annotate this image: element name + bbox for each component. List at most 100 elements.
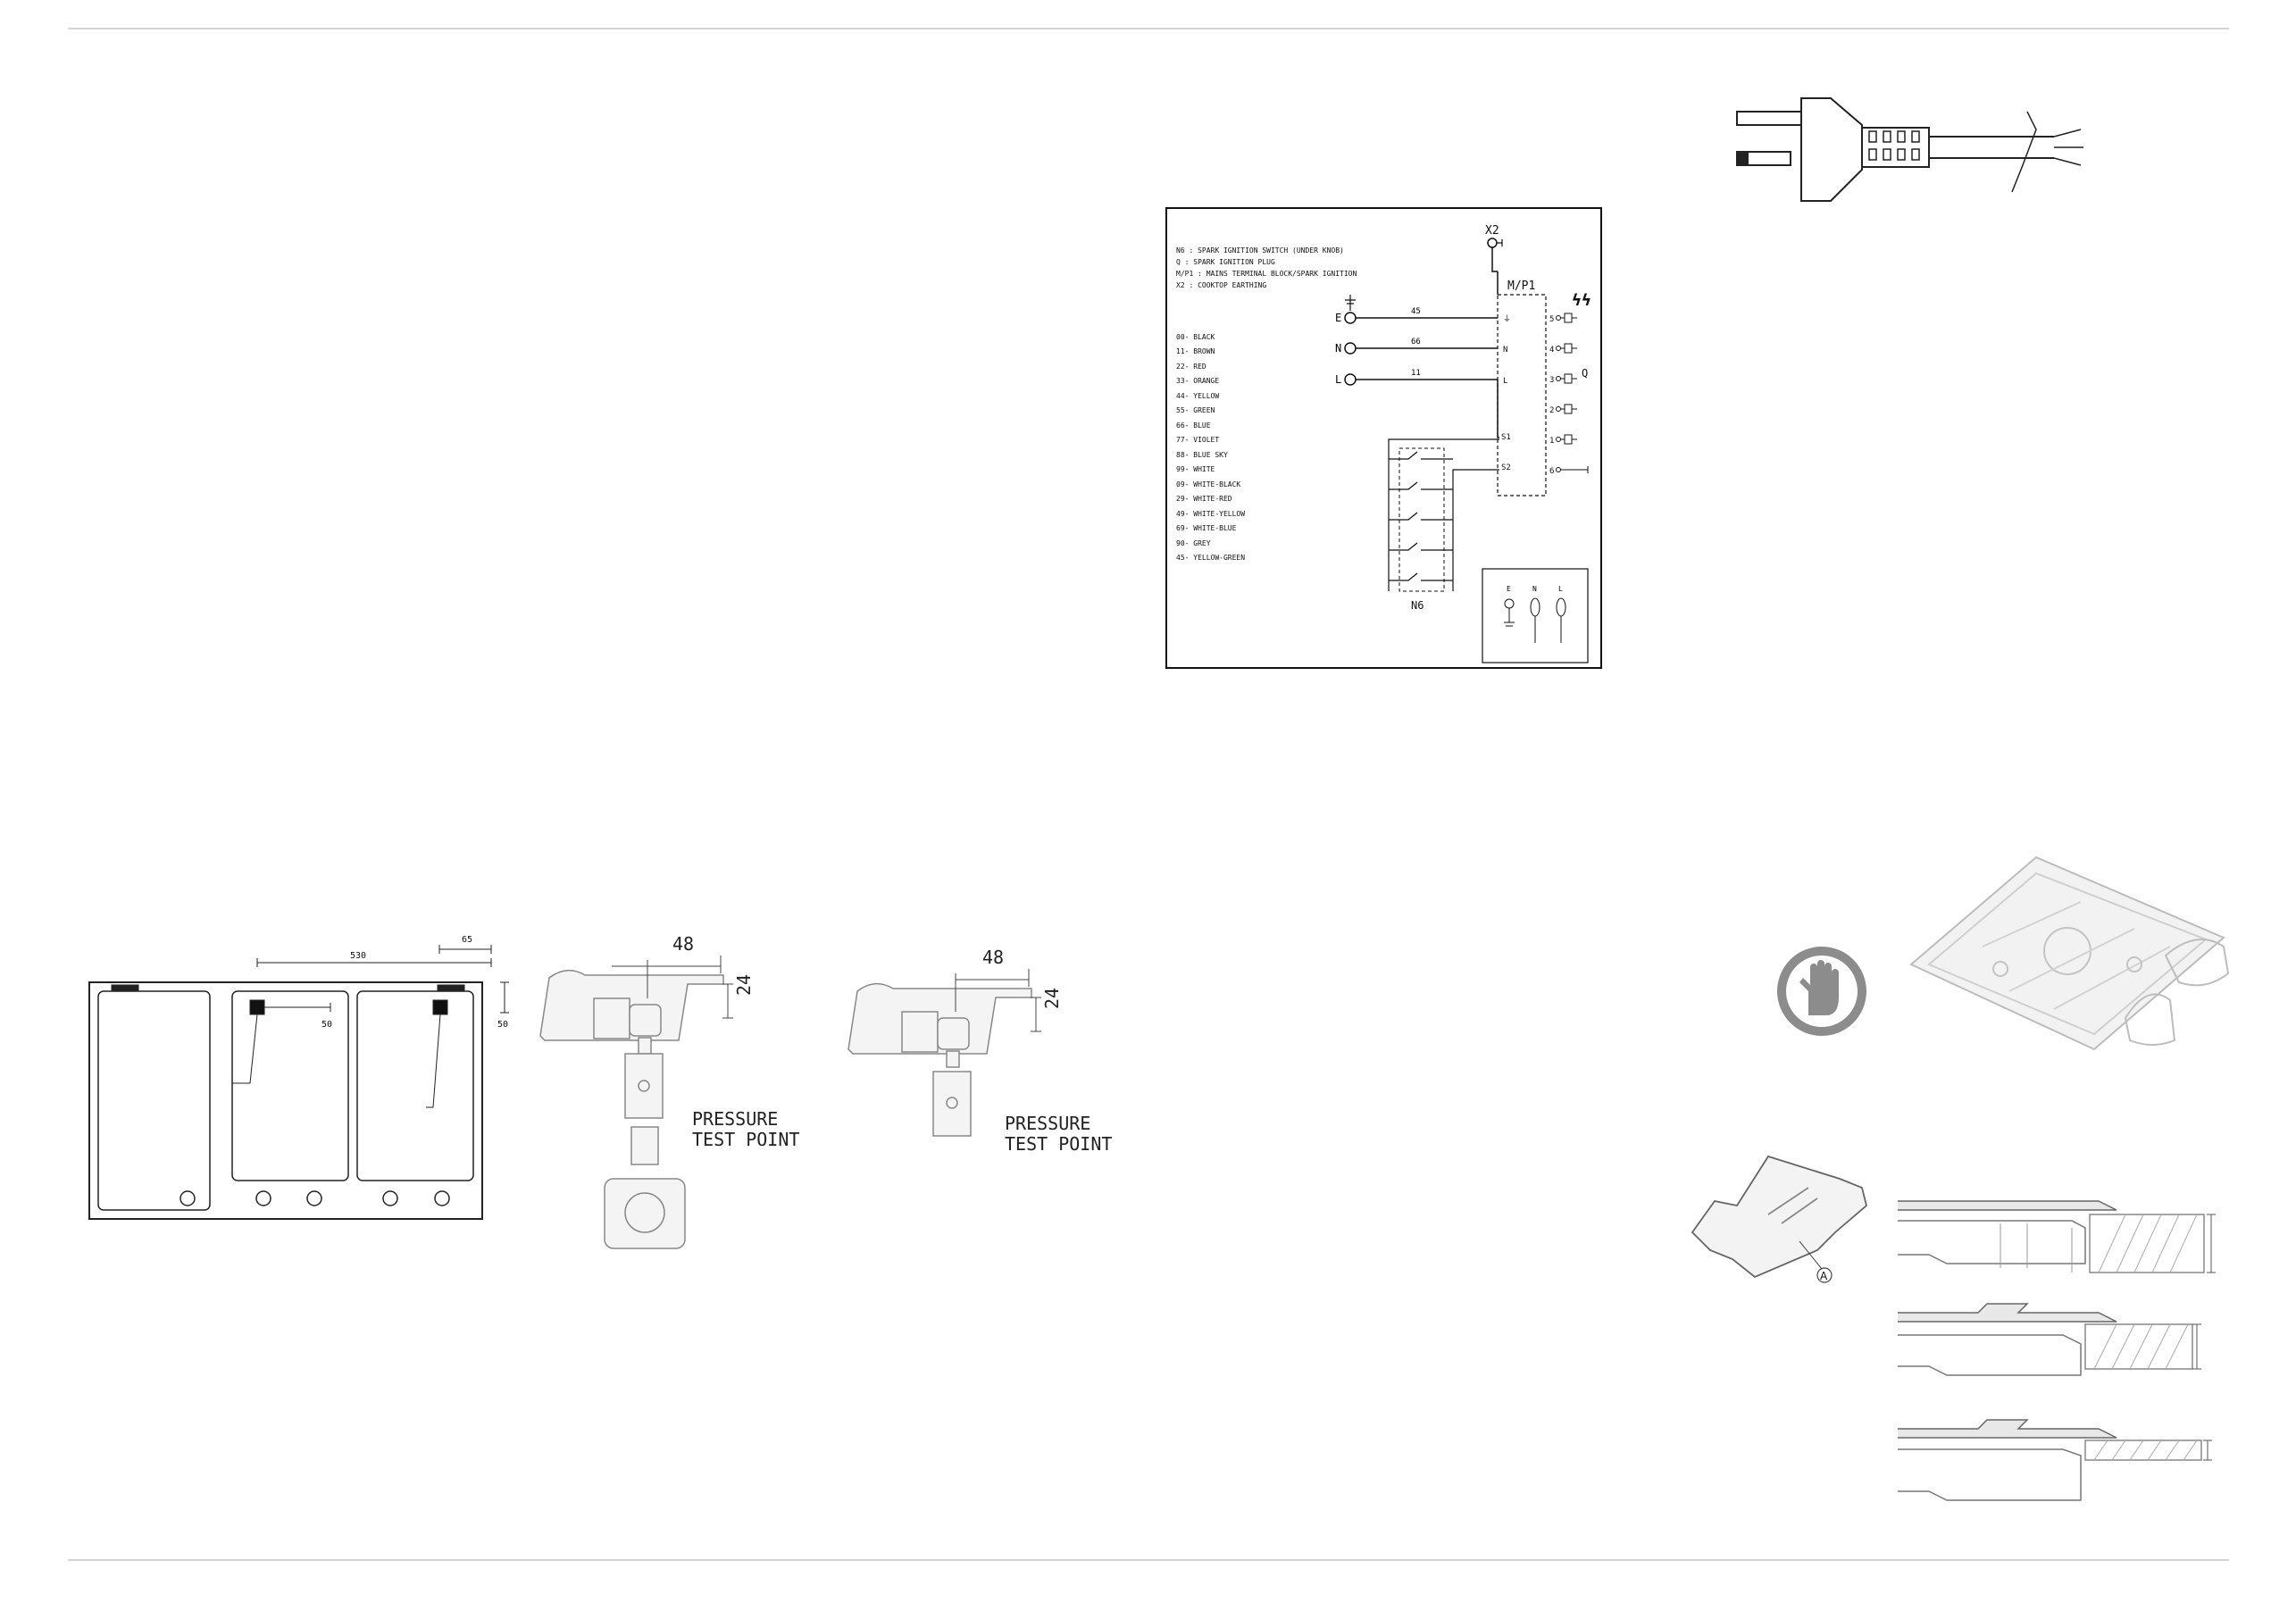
worktop — [2084, 1440, 2202, 1461]
plug-body — [1800, 97, 1863, 202]
color-code: 45- YELLOW-GREEN — [1176, 554, 1245, 562]
bracket-body — [1691, 1155, 1868, 1279]
inset-label: N — [1532, 585, 1537, 593]
color-code: 11- BROWN — [1176, 347, 1215, 355]
mains-terminals: E 45 N 66 L 11 — [1335, 295, 1498, 386]
color-code: 49- WHITE-YELLOW — [1176, 510, 1245, 518]
dim-offset: 65 — [462, 935, 472, 945]
plug-pin-bottom — [1736, 151, 1791, 166]
hand — [2124, 993, 2176, 1046]
dim-inner: 50 — [321, 1020, 332, 1030]
dim-v: 24 — [1041, 988, 1063, 1009]
hob-zone-middle — [231, 990, 349, 1181]
spark-plug-1: 1 — [1549, 434, 1577, 446]
worktop-section-thin — [1893, 1415, 2224, 1514]
wear-gloves-icon — [1773, 942, 1871, 1045]
hob-underside — [1909, 855, 2225, 1051]
control-knob — [180, 1190, 196, 1206]
dim-side: 50 — [497, 1020, 508, 1030]
color-code: 33- ORANGE — [1176, 377, 1219, 385]
block-label: L — [1503, 377, 1507, 386]
control-knob — [434, 1190, 450, 1206]
svg-text:⏚: ⏚ — [1503, 314, 1511, 324]
spark-plug-4: 4 — [1549, 343, 1577, 355]
test-point-label-1: PRESSURE — [692, 1108, 778, 1130]
dim-v: 24 — [733, 974, 755, 996]
plug-pin-top — [1736, 111, 1802, 126]
dim-h: 48 — [672, 933, 694, 955]
top-rule — [68, 28, 2229, 29]
inset-label: L — [1558, 585, 1563, 593]
worktop-section-medium — [1893, 1299, 2224, 1393]
color-code: 44- YELLOW — [1176, 392, 1219, 400]
color-code: 77- VIOLET — [1176, 436, 1219, 444]
legend-line: X2 : COOKTOP EARTHING — [1176, 281, 1266, 289]
color-code: 00- BLACK — [1176, 333, 1215, 341]
control-knob — [306, 1190, 322, 1206]
color-code: 69- WHITE-BLUE — [1176, 524, 1237, 532]
color-code: 90- GREY — [1176, 539, 1211, 547]
test-point-label-2: TEST POINT — [692, 1129, 799, 1150]
test-point-label-2: TEST POINT — [1005, 1133, 1112, 1155]
color-code: 22- RED — [1176, 363, 1206, 371]
fixing-bracket: A — [1683, 1152, 1880, 1290]
gas-connection-with-regulator: 48 24 PRESSURE TEST POINT — [531, 929, 826, 1344]
plug-inset: E N L — [1482, 568, 1589, 663]
control-knob — [255, 1190, 271, 1206]
plug-number: 2 — [1549, 406, 1554, 415]
plug-number: 4 — [1549, 346, 1554, 355]
legend-line: N6 : SPARK IGNITION SWITCH (UNDER KNOB) — [1176, 246, 1344, 255]
terminal-label: E — [1335, 312, 1341, 324]
n6-label: N6 — [1411, 599, 1424, 612]
hob-top-view: 530 65 50 50 — [85, 924, 531, 1237]
wire-code: 66 — [1411, 338, 1421, 346]
dim-width: 530 — [350, 951, 366, 961]
test-point-label-1: PRESSURE — [1005, 1113, 1090, 1134]
block-label: S1 — [1501, 433, 1511, 442]
hand — [2164, 939, 2230, 987]
worktop-section-thick — [1893, 1183, 2224, 1286]
plug-number: 5 — [1549, 315, 1554, 324]
terminal-label: L — [1335, 373, 1341, 386]
hob-outline — [88, 981, 483, 1220]
bracket-label-a: A — [1820, 1270, 1828, 1282]
color-code: 99- WHITE — [1176, 465, 1215, 473]
color-code: 88- BLUE SKY — [1176, 451, 1228, 459]
dim-h: 48 — [982, 947, 1004, 968]
power-plug-illustration — [1728, 85, 2112, 219]
legend-line: M/P1 : MAINS TERMINAL BLOCK/SPARK IGNITI… — [1176, 270, 1357, 278]
inset-label: E — [1507, 585, 1511, 593]
x2-label: X2 — [1485, 224, 1499, 238]
legend-line: Q : SPARK IGNITION PLUG — [1176, 258, 1275, 266]
plug-grip — [1862, 127, 1930, 168]
mp1-label: M/P1 — [1507, 280, 1535, 293]
spark-plugs: 5 4 3 2 — [1549, 291, 1591, 476]
block-label: N — [1503, 346, 1507, 355]
spark-plug-5: 5 — [1549, 313, 1577, 324]
worktop — [2089, 1214, 2205, 1273]
spark-plug-2: 2 — [1549, 404, 1577, 415]
terminal-label: N — [1335, 342, 1341, 355]
bottom-rule — [68, 1559, 2229, 1561]
hob-zone-right — [356, 990, 474, 1181]
power-cable — [1929, 136, 2054, 159]
wiring-legend-colors: 00- BLACK 11- BROWN 22- RED 33- ORANGE 4… — [1176, 333, 1245, 562]
hob-underside-handling — [1902, 839, 2233, 1058]
wire-code: 45 — [1411, 307, 1421, 316]
gas-connection-without-regulator: 48 24 PRESSURE TEST POINT — [839, 942, 1134, 1170]
block-label: S2 — [1501, 463, 1511, 472]
q-label: Q — [1582, 367, 1588, 380]
color-code: 66- BLUE — [1176, 421, 1211, 430]
color-code: 29- WHITE-RED — [1176, 495, 1232, 503]
wire-code: 11 — [1411, 369, 1421, 378]
control-knob — [382, 1190, 398, 1206]
wiring-diagram: N6 : SPARK IGNITION SWITCH (UNDER KNOB) … — [1165, 207, 1603, 674]
color-code: 55- GREEN — [1176, 406, 1215, 414]
hob-zone-left — [97, 990, 211, 1211]
plug-number: 6 — [1549, 467, 1554, 476]
plug-number: 1 — [1549, 437, 1554, 446]
plug-number: 3 — [1549, 376, 1554, 385]
ignition-switch-bank: N6 — [1388, 438, 1499, 612]
wiring-legend-components: N6 : SPARK IGNITION SWITCH (UNDER KNOB) … — [1176, 246, 1357, 289]
spark-plug-3: 3 — [1549, 373, 1577, 385]
